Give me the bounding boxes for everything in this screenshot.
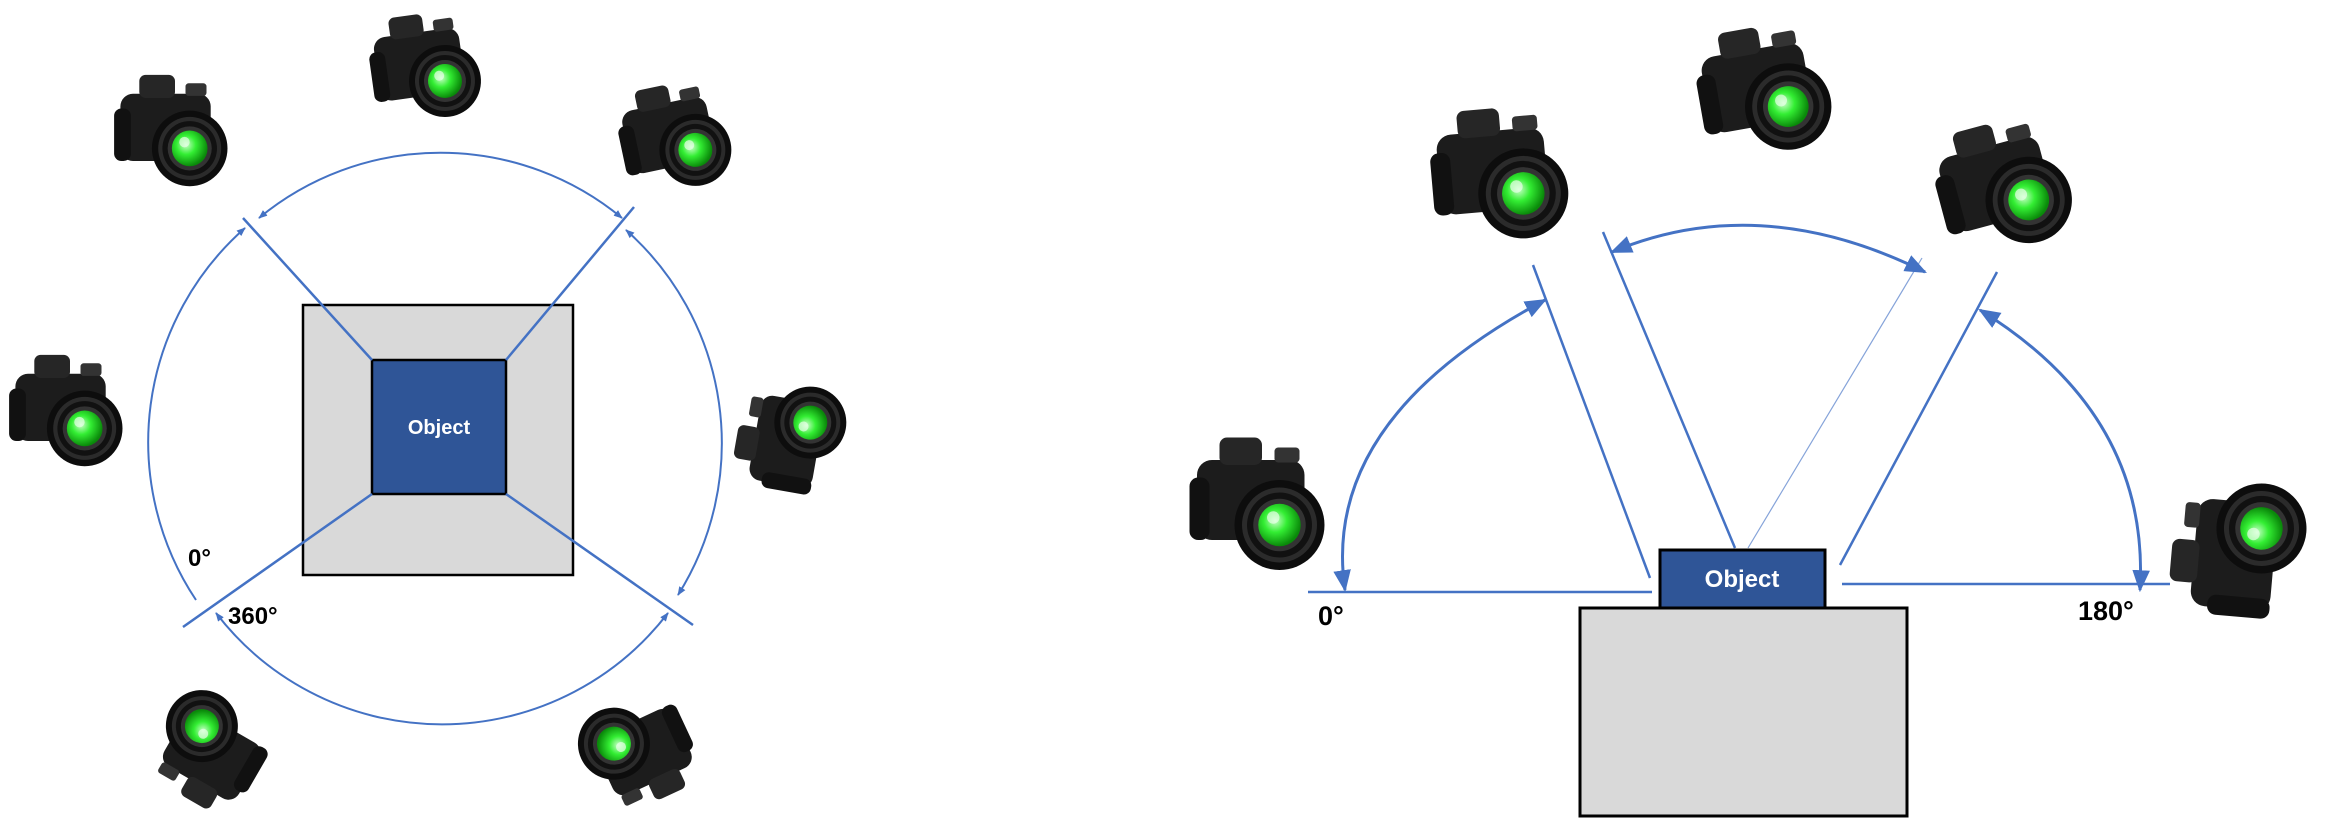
arc-right-side [1978,308,2150,593]
right-rotation-arcs [1333,223,2150,593]
camera-icon [1688,16,1839,165]
right-object [1658,548,1827,610]
left-angle-end-label: 360° [228,603,278,630]
right-platform [1578,606,1909,818]
right-faint-sight-line [1747,257,1923,549]
left-object [370,358,508,496]
camera-icon [2166,475,2311,623]
right-angle-end-label: 180° [2078,596,2134,626]
left-view: Object 0° 360° [9,6,853,823]
camera-icon [728,374,853,500]
camera-icon [114,74,228,187]
right-sight-lines [1308,231,2170,594]
camera-icon [9,354,123,467]
right-object-label: Object [1705,566,1780,593]
camera-icon [1189,437,1325,570]
right-angle-start-label: 0° [1318,601,1344,631]
arc-top-side [1609,223,1927,274]
arc-left [147,227,246,601]
arc-bottom [215,612,669,726]
camera-icon [566,680,709,823]
left-rotation-arcs [147,151,723,726]
arc-left-side [1333,298,1547,593]
camera-icon [1923,107,2082,265]
arc-right [625,229,723,596]
camera-icon [135,676,283,823]
left-object-label: Object [408,417,471,439]
left-sight-lines [182,206,694,629]
right-cameras [1189,16,2311,623]
right-view: Object 0° 180° [1189,16,2311,818]
camera-icon [363,6,486,127]
arc-top [258,151,623,219]
camera-icon [610,73,739,201]
camera-icon [1426,102,1573,247]
left-angle-start-label: 0° [188,545,211,572]
